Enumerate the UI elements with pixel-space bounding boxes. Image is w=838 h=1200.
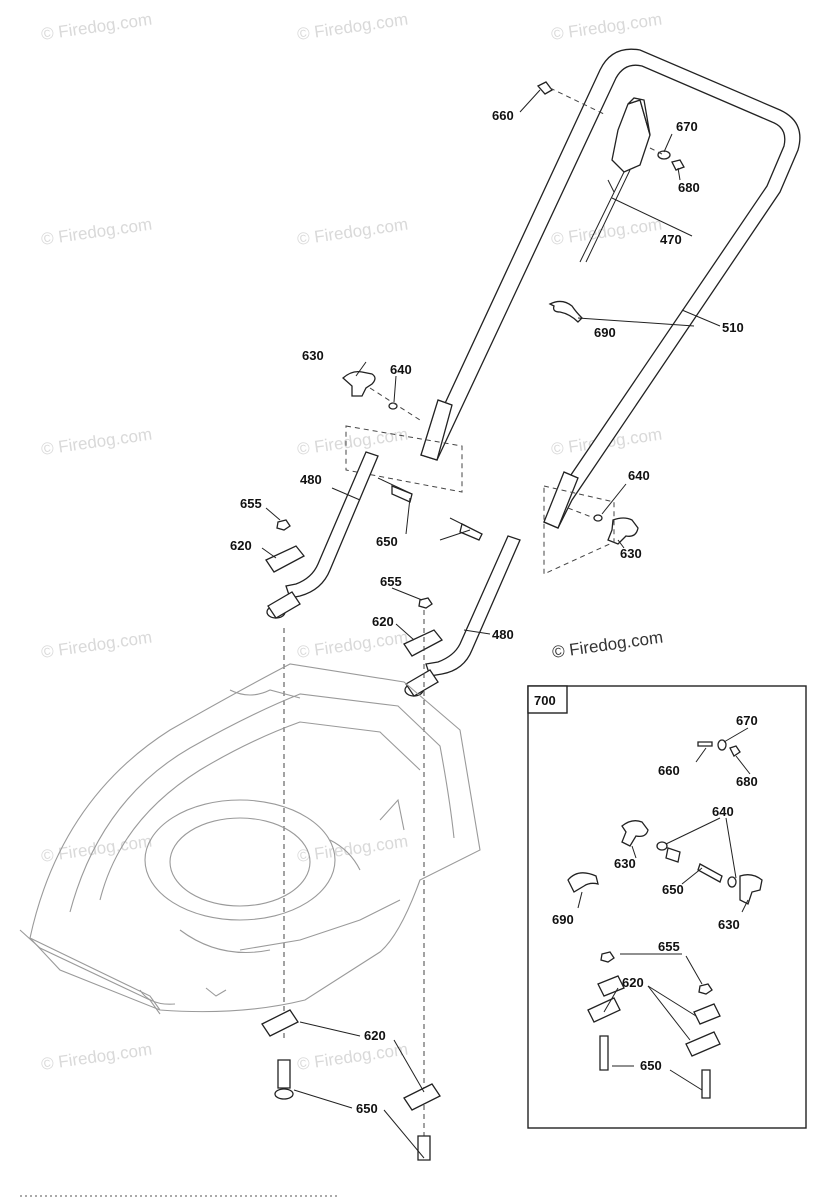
watermark: © Firedog.com	[40, 1040, 153, 1074]
assembly-box-right	[543, 485, 615, 575]
carriage-bolt-icon	[449, 517, 483, 541]
callout-630: 630	[620, 546, 642, 561]
callout-655: 655	[380, 574, 402, 589]
callout-labels: 660 670 680 470 690 510 630 640 480 655 …	[230, 108, 744, 1116]
callout-680: 680	[678, 180, 700, 195]
assembly-box-left	[345, 425, 463, 493]
leader-lines	[261, 89, 721, 1159]
callout-630: 630	[302, 348, 324, 363]
callout-480: 480	[300, 472, 322, 487]
hex-bolt-icon	[274, 1059, 294, 1100]
callout-650: 650	[356, 1101, 378, 1116]
callout-660: 660	[658, 763, 680, 778]
callout-620: 620	[622, 975, 644, 990]
watermark: © Firedog.com	[40, 628, 153, 662]
handle-knob-right	[567, 507, 639, 545]
clip-icon	[403, 629, 443, 657]
callout-670: 670	[736, 713, 758, 728]
mower-deck	[19, 663, 481, 1015]
watermark: © Firedog.com	[296, 10, 409, 44]
callout-690: 690	[552, 912, 574, 927]
watermark: © Firedog.com	[40, 10, 153, 44]
watermark: © Firedog.com	[296, 832, 409, 866]
callout-620: 620	[364, 1028, 386, 1043]
lower-handle-left	[266, 451, 379, 619]
detail-box-label: 700	[534, 693, 556, 708]
callout-660: 660	[492, 108, 514, 123]
hex-bolt-icon	[417, 1135, 431, 1161]
bolt-icon	[536, 81, 607, 116]
clip-icon	[265, 545, 305, 573]
watermark: © Firedog.com	[296, 215, 409, 249]
washer-icon	[649, 147, 685, 171]
watermark: © Firedog.com	[550, 10, 663, 44]
upper-handle	[420, 48, 801, 529]
callout-470: 470	[660, 232, 682, 247]
copyright-text: © Firedog.com	[551, 628, 664, 662]
callout-620: 620	[372, 614, 394, 629]
callout-680: 680	[736, 774, 758, 789]
watermark: © Firedog.com	[296, 1040, 409, 1074]
callout-650: 650	[640, 1058, 662, 1073]
watermark: © Firedog.com	[296, 425, 409, 459]
callout-640: 640	[628, 468, 650, 483]
control-lever	[579, 97, 651, 263]
callout-640: 640	[390, 362, 412, 377]
callout-650: 650	[662, 882, 684, 897]
callout-655: 655	[658, 939, 680, 954]
nut-icon	[276, 519, 291, 531]
callout-655: 655	[240, 496, 262, 511]
cable-clip-icon	[548, 300, 583, 323]
callout-670: 670	[676, 119, 698, 134]
watermark: © Firedog.com	[40, 215, 153, 249]
callout-640: 640	[712, 804, 734, 819]
nut-icon	[418, 597, 433, 609]
callout-510: 510	[722, 320, 744, 335]
watermark: © Firedog.com	[40, 832, 153, 866]
callout-480: 480	[492, 627, 514, 642]
detail-box-700: 700	[527, 685, 807, 1129]
callout-650: 650	[376, 534, 398, 549]
watermark: © Firedog.com	[296, 628, 409, 662]
handle-knob-left	[342, 370, 421, 421]
lower-handle-right	[404, 535, 521, 697]
callout-620: 620	[230, 538, 252, 553]
callout-690: 690	[594, 325, 616, 340]
clip-icon	[261, 1009, 299, 1037]
callout-630: 630	[718, 917, 740, 932]
callout-630: 630	[614, 856, 636, 871]
clip-icon	[403, 1083, 441, 1111]
watermark: © Firedog.com	[40, 425, 153, 459]
